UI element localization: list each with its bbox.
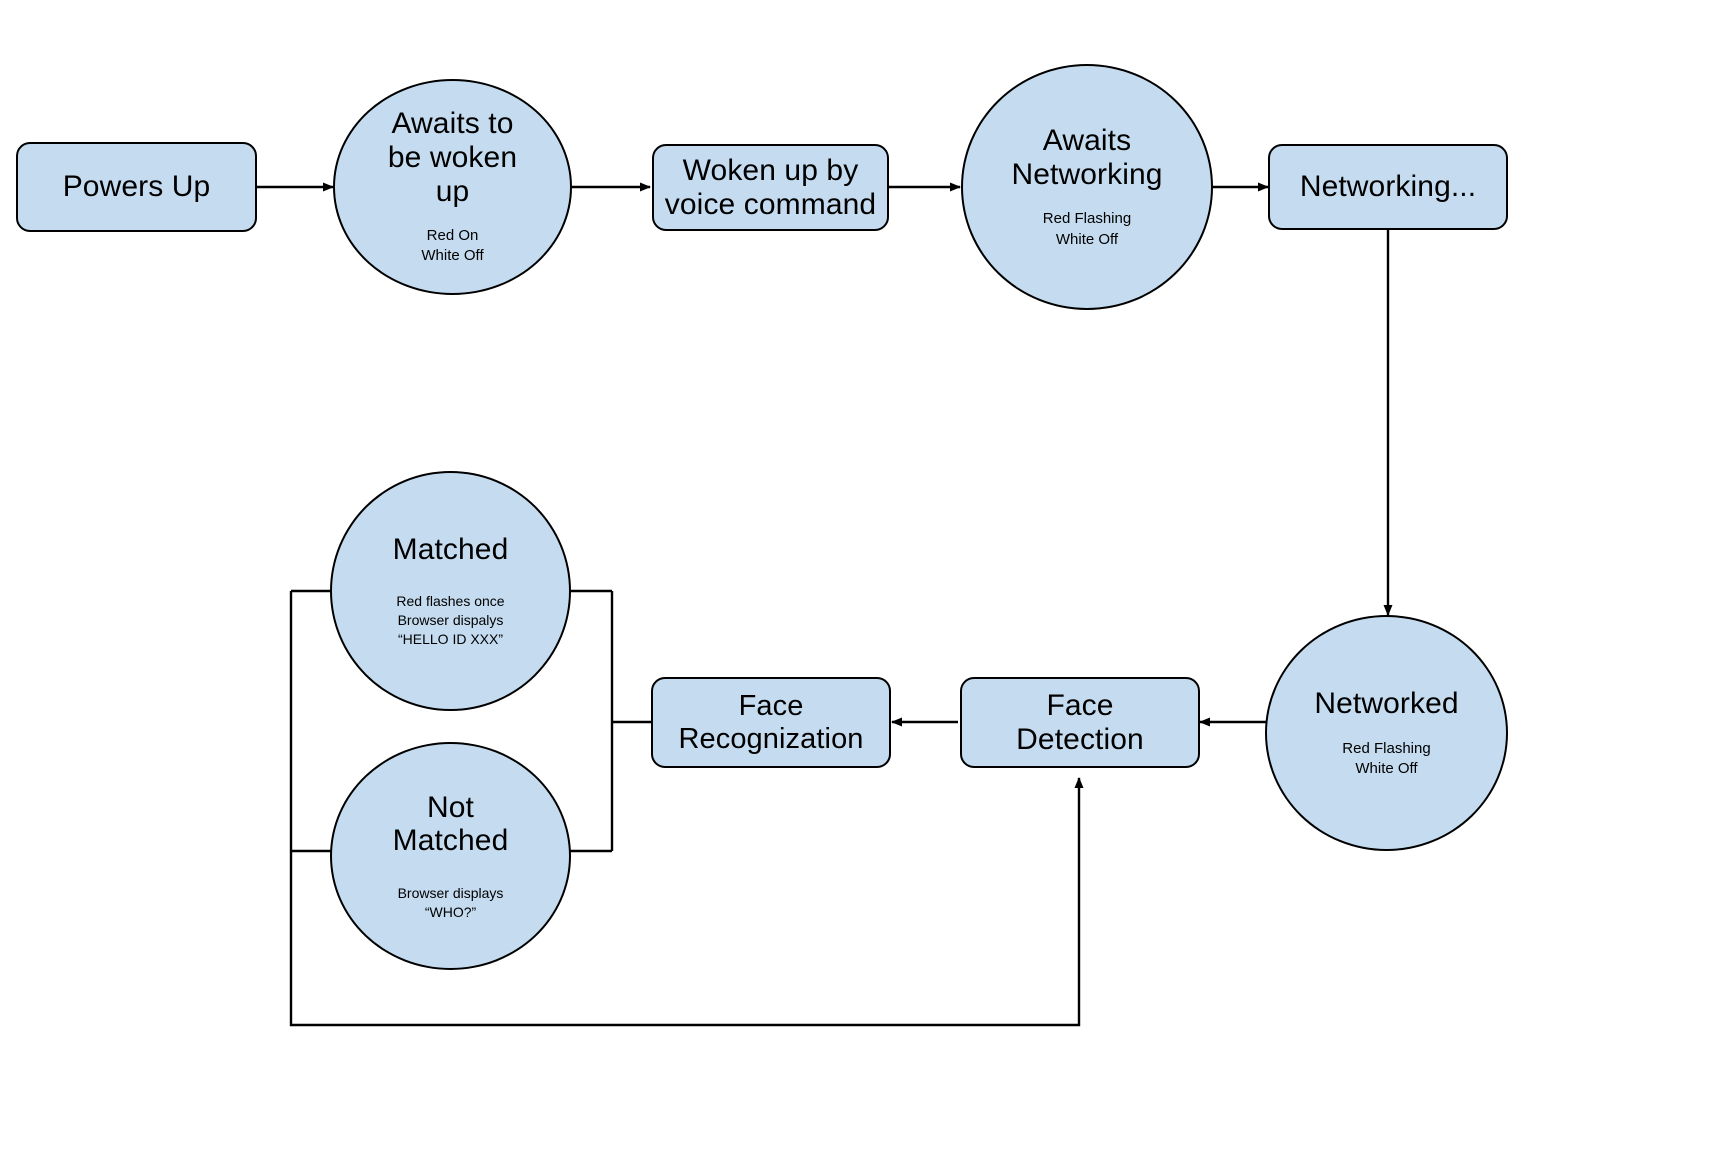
node-powers-up-title: Powers Up [62, 170, 211, 204]
node-networked[interactable]: Networked Red Flashing White Off [1265, 615, 1508, 851]
node-not-matched-title: Not Matched [392, 790, 509, 858]
node-networking[interactable]: Networking... [1268, 144, 1508, 230]
node-awaits-networking[interactable]: Awaits Networking Red Flashing White Off [961, 64, 1213, 310]
node-awaits-woken-title: Awaits to be woken up [387, 107, 518, 208]
node-awaits-networking-sub: Red Flashing White Off [1042, 210, 1132, 248]
node-matched[interactable]: Matched Red flashes once Browser dispaly… [330, 471, 571, 711]
node-powers-up[interactable]: Powers Up [16, 142, 257, 232]
edge-face-recognization-branch-bus [610, 591, 651, 851]
node-face-detection-title: Face Detection [1016, 688, 1144, 756]
node-networked-title: Networked [1314, 686, 1459, 720]
node-face-detection[interactable]: Face Detection [960, 677, 1200, 768]
node-woken-voice-title: Woken up by voice command [664, 153, 877, 221]
node-matched-title: Matched [392, 532, 509, 566]
node-awaits-networking-title: Awaits Networking [1011, 124, 1163, 191]
node-awaits-woken-sub: Red On White Off [421, 227, 484, 265]
node-networking-title: Networking... [1299, 170, 1477, 204]
node-awaits-woken[interactable]: Awaits to be woken up Red On White Off [333, 79, 572, 295]
node-woken-voice[interactable]: Woken up by voice command [652, 144, 889, 231]
node-networked-sub: Red Flashing White Off [1342, 739, 1431, 777]
node-not-matched[interactable]: Not Matched Browser displays “WHO?” [330, 742, 571, 970]
node-not-matched-sub: Browser displays “WHO?” [397, 884, 504, 920]
node-matched-sub: Red flashes once Browser dispalys “HELLO… [396, 593, 505, 648]
node-face-recognization-title: Face Recognization [678, 690, 864, 755]
node-face-recognization[interactable]: Face Recognization [651, 677, 891, 768]
